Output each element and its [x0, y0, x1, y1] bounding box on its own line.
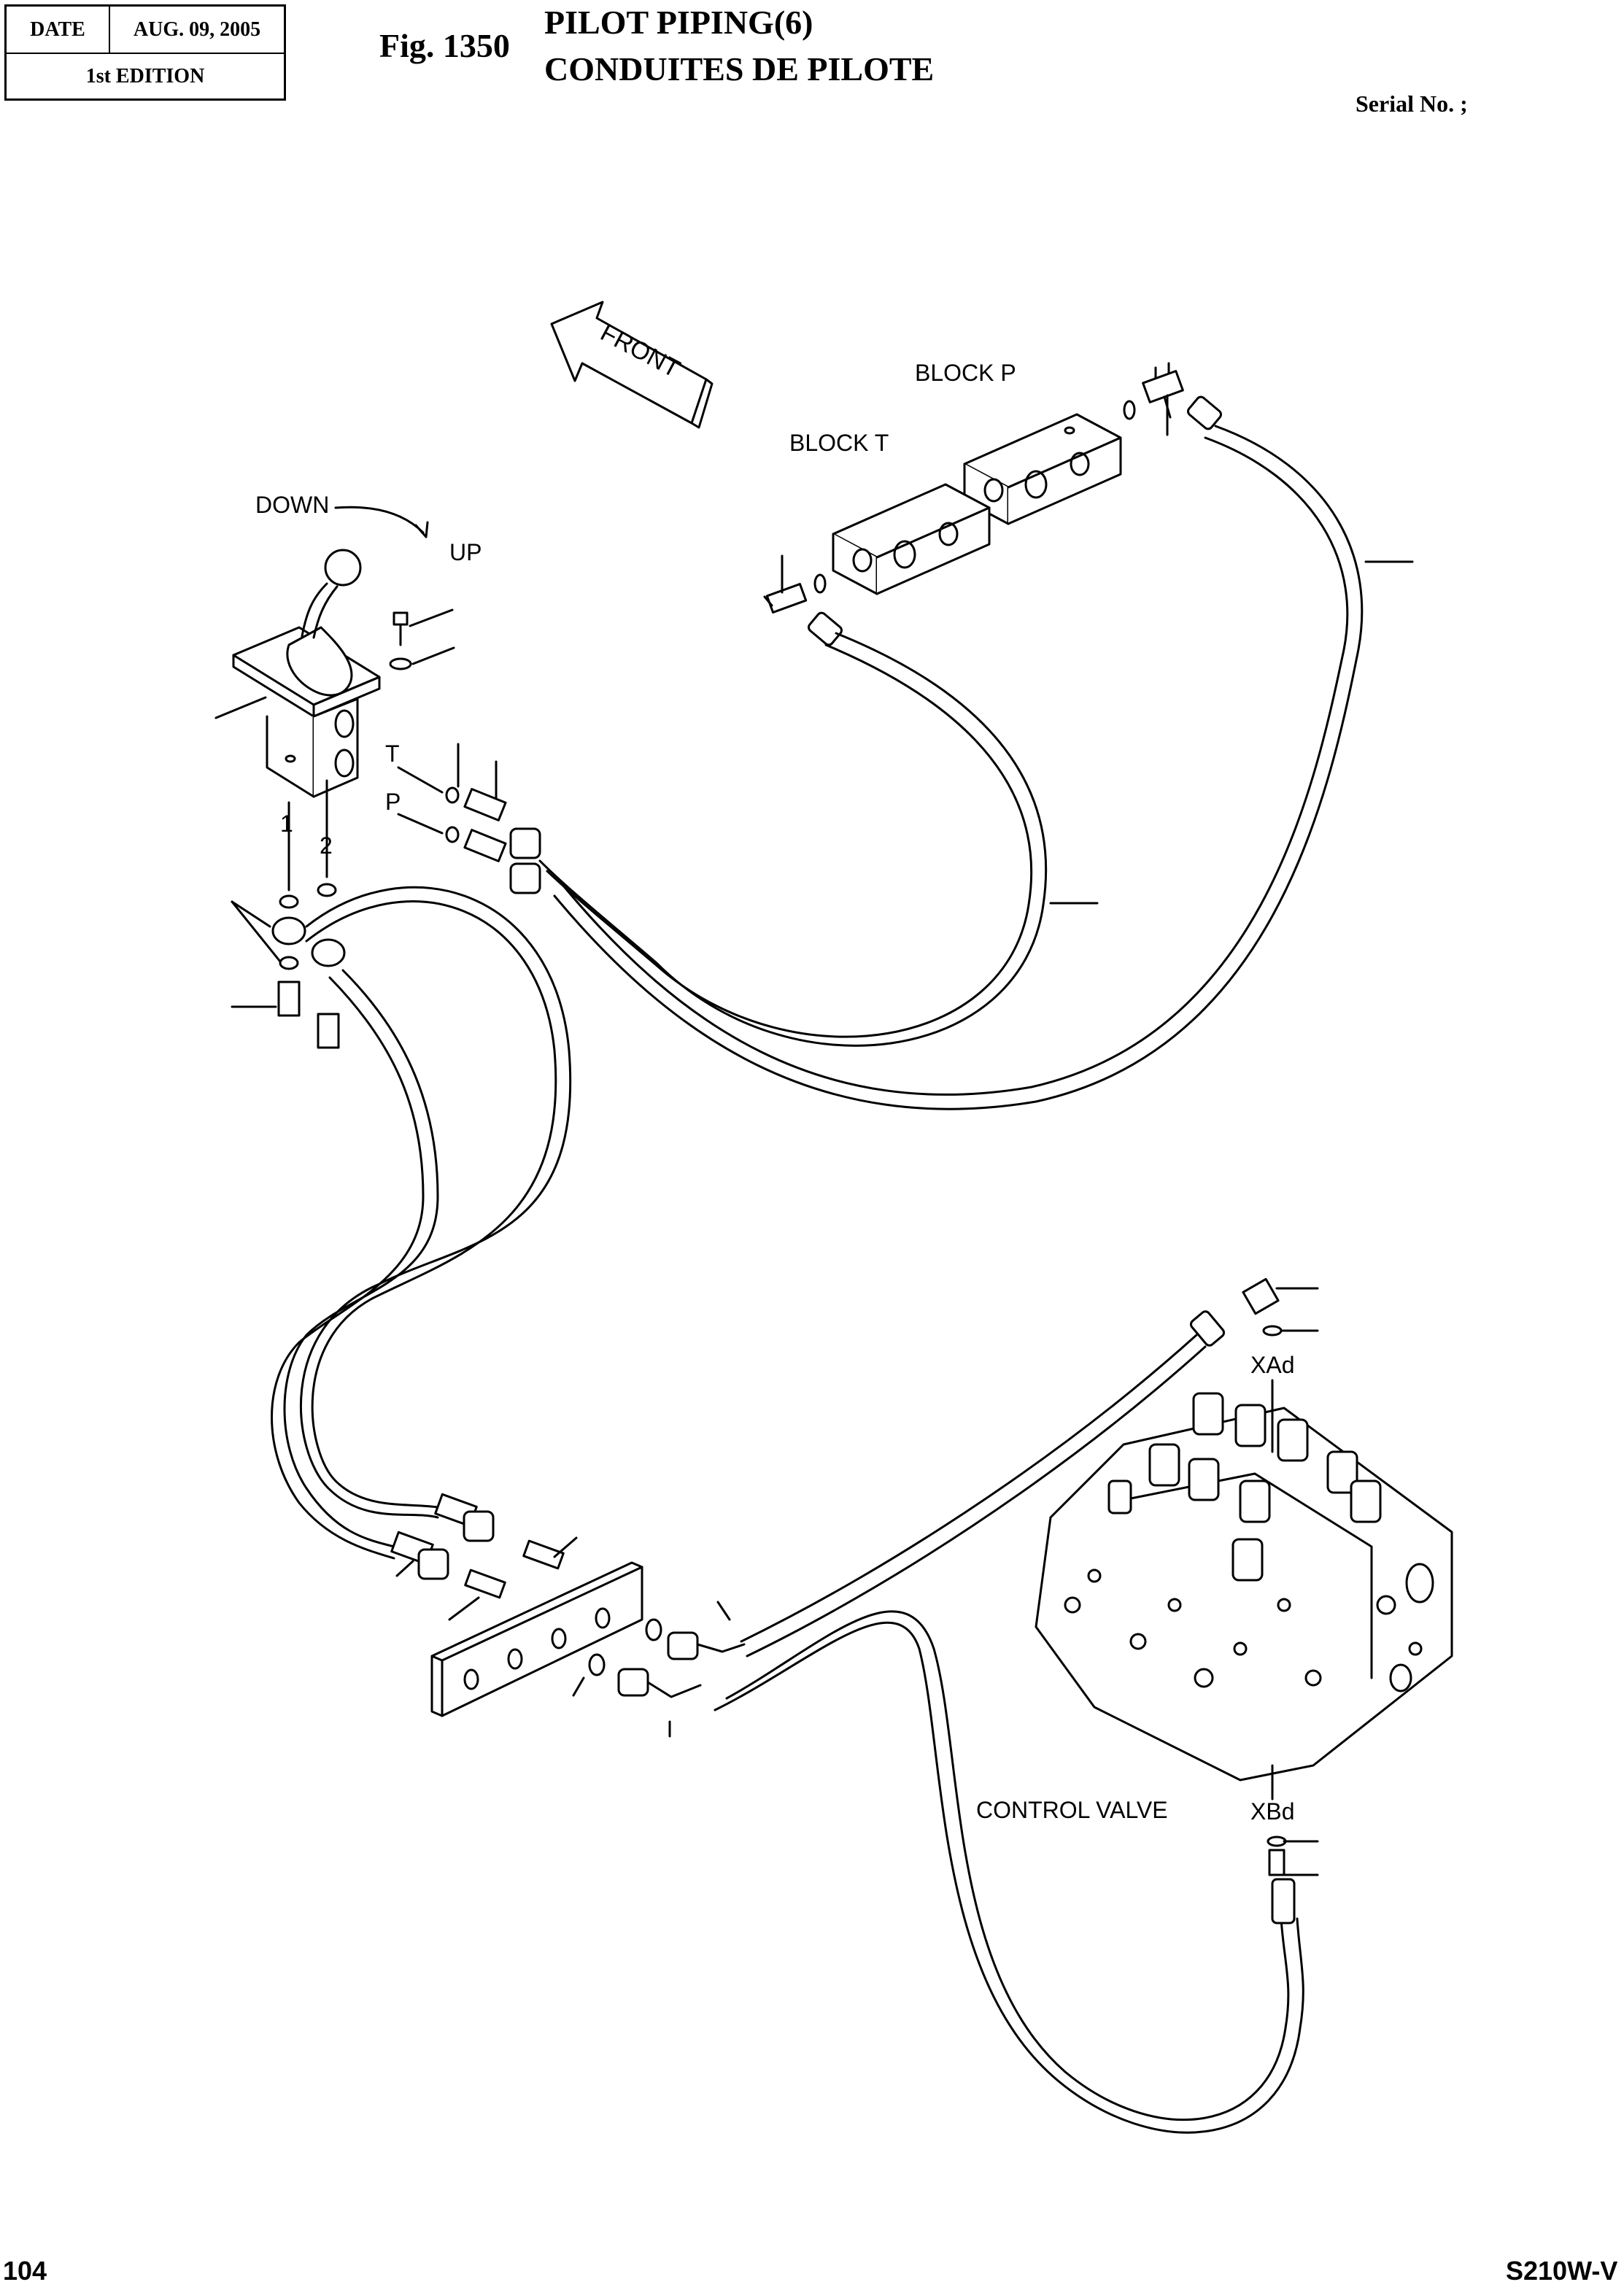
- xad-label: XAd: [1250, 1352, 1294, 1378]
- hose-to-xad: [740, 1277, 1319, 1657]
- port-p-label: P: [385, 789, 401, 815]
- hose-to-xbd: [714, 1610, 1319, 2134]
- hose-block-t-to-joystick: [538, 611, 1099, 1047]
- hose-port-1: [300, 886, 572, 1519]
- date-label: DATE: [7, 7, 110, 53]
- title-english: PILOT PIPING(6): [544, 4, 813, 41]
- page-number: 104: [3, 2256, 47, 2286]
- up-label: UP: [449, 539, 482, 565]
- block-t-label: BLOCK T: [789, 430, 889, 456]
- edition-label: 1st EDITION: [85, 64, 205, 88]
- mounting-plate: [430, 1561, 643, 1717]
- tee-fitting-block-t: [763, 554, 827, 614]
- serial-number: Serial No. ;: [1356, 90, 1468, 117]
- control-valve: [1035, 1379, 1453, 1800]
- down-up-arrow: [334, 506, 425, 534]
- pilot-joystick-valve: [214, 549, 381, 798]
- block-p-label: BLOCK P: [915, 360, 1016, 386]
- plate-fittings: [390, 1493, 578, 1621]
- model-name: S210W-V: [1506, 2256, 1618, 2286]
- tee-fitting-block-p: [1123, 362, 1184, 436]
- front-arrow: FRONT: [550, 301, 714, 429]
- date-row: DATE AUG. 09, 2005: [7, 7, 284, 54]
- port-t-label: T: [385, 740, 400, 767]
- bolt-and-washer: [389, 608, 455, 670]
- joystick-bottom-fittings: [231, 779, 346, 1049]
- hose-port-2: [271, 969, 439, 1560]
- down-label: DOWN: [255, 492, 329, 518]
- hose-block-p-to-joystick: [553, 395, 1414, 1110]
- block-t: [832, 483, 991, 595]
- date-edition-box: DATE AUG. 09, 2005 1st EDITION: [4, 4, 286, 101]
- date-value: AUG. 09, 2005: [133, 18, 261, 41]
- title-french: CONDUITES DE PILOTE: [544, 50, 935, 88]
- control-valve-label: CONTROL VALVE: [976, 1797, 1168, 1823]
- port-1-label: 1: [280, 811, 293, 837]
- figure-number: Fig. 1350: [379, 27, 510, 64]
- block-p: [963, 413, 1122, 525]
- joystick-port-fittings: [397, 743, 541, 894]
- elbow-fittings: [572, 1601, 746, 1738]
- xbd-label: XBd: [1250, 1798, 1294, 1825]
